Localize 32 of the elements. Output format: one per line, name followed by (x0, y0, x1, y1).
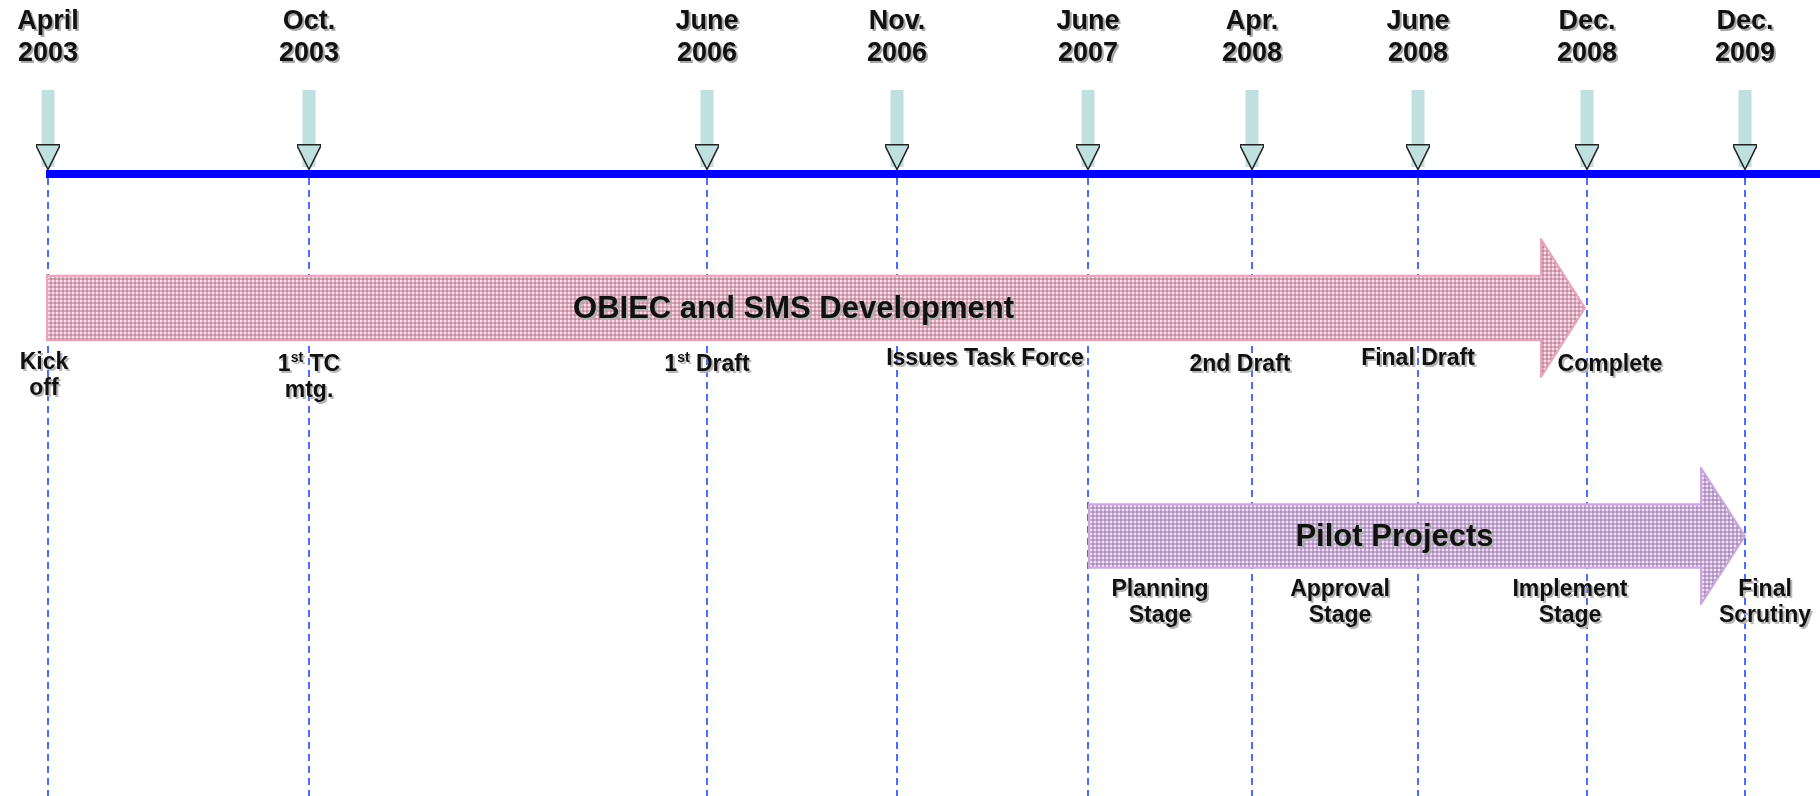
milestone-label: 2nd Draft (1188, 350, 1292, 376)
date-label: Dec. 2009 (1690, 4, 1800, 68)
date-label: Apr. 2008 (1197, 4, 1307, 68)
milestone-label: Complete (1556, 350, 1664, 376)
milestone-label: Implement Stage (1511, 575, 1629, 627)
down-arrow (1573, 90, 1601, 171)
down-arrow (34, 90, 62, 171)
date-label: June 2007 (1033, 4, 1143, 68)
date-label: Oct. 2003 (254, 4, 364, 68)
milestone-label: Approval Stage (1289, 575, 1391, 627)
arrow-title: OBIEC and SMS Development (572, 290, 1015, 326)
timeline-bar (46, 170, 1820, 178)
date-label: Nov. 2006 (842, 4, 952, 68)
milestone-label: Issues Task Force (885, 344, 1085, 370)
milestone-label: Final Scrutiny (1718, 575, 1812, 627)
down-arrow (1074, 90, 1102, 171)
down-arrow (883, 90, 911, 171)
down-arrow (1404, 90, 1432, 171)
milestone-label: Kick off (18, 348, 70, 400)
date-label: June 2008 (1363, 4, 1473, 68)
date-label: June 2006 (652, 4, 762, 68)
down-arrow (693, 90, 721, 171)
milestone-label: Planning Stage (1110, 575, 1210, 627)
milestone-label: 1$^{st}$ TC mtg. (276, 348, 342, 402)
down-arrow (1731, 90, 1759, 171)
down-arrow (295, 90, 323, 171)
date-label: April 2003 (0, 4, 103, 68)
milestone-label: 1$^{st}$ Draft (663, 348, 751, 376)
milestone-label: Final Draft (1360, 344, 1476, 370)
down-arrow (1238, 90, 1266, 171)
arrow-title: Pilot Projects (1294, 518, 1495, 554)
date-label: Dec. 2008 (1532, 4, 1642, 68)
